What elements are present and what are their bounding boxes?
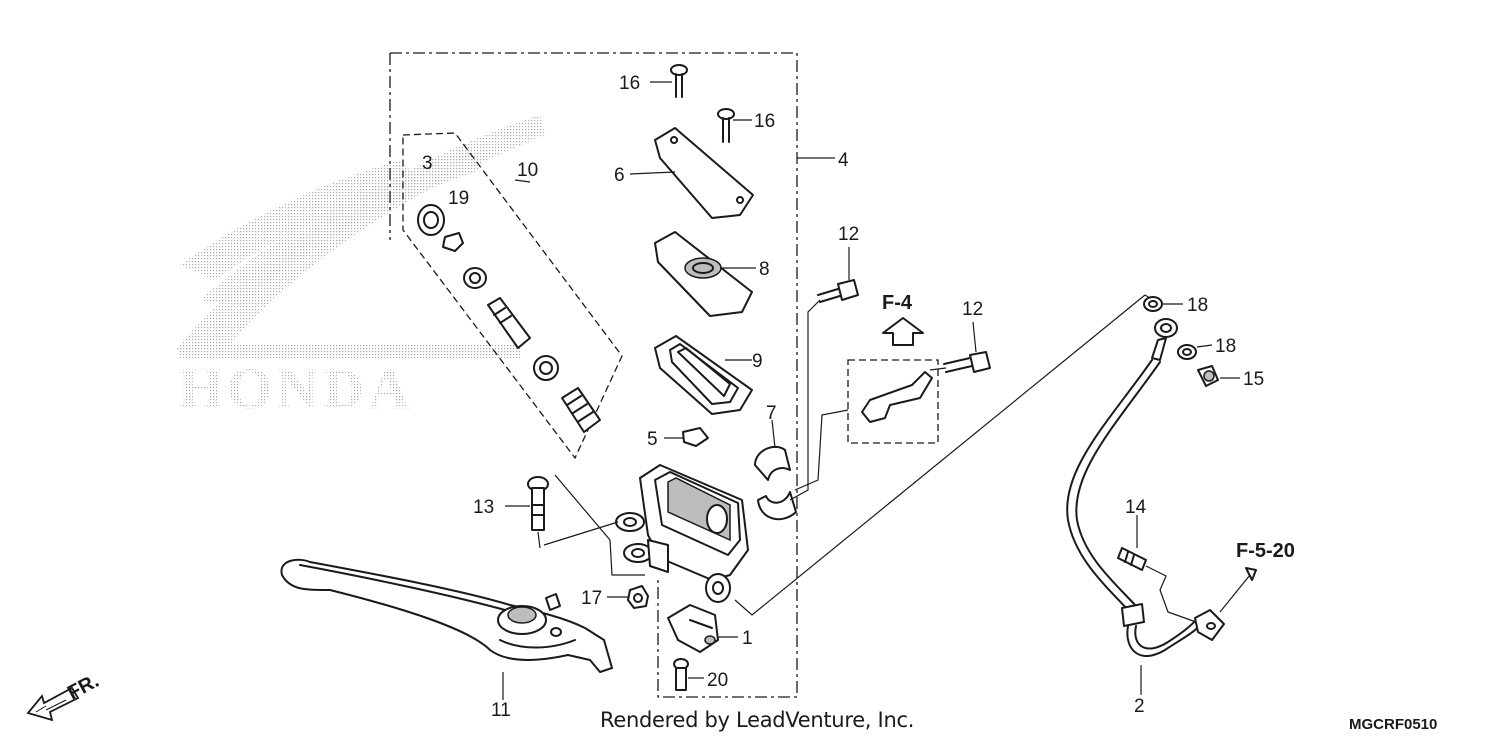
piston-kit: [417, 204, 601, 433]
callout-2: 2: [1134, 696, 1145, 717]
pivot-bolt-13: [527, 476, 549, 531]
boot-3: [417, 204, 445, 236]
spring: [561, 387, 601, 433]
circlip-19: [442, 232, 464, 252]
screw-16-right: [717, 108, 735, 143]
master-cylinder-body: [615, 464, 749, 603]
watermark-text: HONDA: [178, 356, 414, 421]
brake-hose-2: [1066, 318, 1225, 657]
f5-20-arrow: [1219, 574, 1251, 613]
reservoir-cap-6: [654, 127, 754, 219]
callout-6: 6: [614, 165, 625, 186]
callout-19: 19: [448, 188, 469, 209]
stop-switch-1: [667, 604, 719, 653]
switch-bracket: [861, 371, 933, 423]
callout-13: 13: [473, 497, 494, 518]
render-credit: Rendered by LeadVenture, Inc.: [600, 708, 915, 732]
assembly-frame: [390, 52, 798, 698]
callout-5: 5: [647, 429, 658, 450]
piston-kit-box: [402, 132, 623, 460]
front-direction-arrow: FR.: [26, 670, 103, 722]
callout-16-top: 16: [619, 73, 640, 94]
holder-7: [754, 445, 797, 521]
callout-15: 15: [1243, 369, 1264, 390]
nut-17: [627, 585, 649, 609]
cup: [533, 355, 559, 381]
callout-18-bottom: 18: [1215, 336, 1236, 357]
callout-3: 3: [422, 153, 433, 174]
callout-7: 7: [766, 403, 777, 424]
callout-16-right: 16: [754, 111, 775, 132]
piston-rod: [487, 297, 531, 349]
callout-1: 1: [742, 628, 753, 649]
bolt-14: [1117, 547, 1147, 571]
callout-8: 8: [759, 259, 770, 280]
f4-box: [847, 359, 939, 444]
diagram-code: MGCRF0510: [1349, 716, 1438, 733]
callout-11: 11: [491, 700, 511, 721]
bolt-12-right: [943, 351, 991, 373]
callout-4: 4: [838, 150, 849, 171]
screw-20: [673, 658, 689, 691]
callout-9: 9: [752, 351, 763, 372]
honda-wing-logo: HONDA: [175, 115, 545, 421]
callout-14: 14: [1125, 497, 1147, 518]
callout-10: 10: [517, 160, 538, 181]
ref-f4[interactable]: F-4: [882, 292, 913, 314]
clip-5: [682, 427, 709, 447]
hose-leader: [734, 294, 1146, 616]
bolt-12-left: [817, 279, 859, 303]
callout-17: 17: [581, 588, 602, 609]
ref-f5-20[interactable]: F-5-20: [1236, 540, 1295, 562]
sealing-washer-18-top: [1143, 296, 1163, 312]
sealing-washer-18-bottom: [1177, 344, 1197, 360]
oil-bolt-15: [1197, 365, 1219, 387]
washer: [463, 267, 487, 289]
f4-arrow: [882, 317, 924, 346]
diaphragm-9: [654, 335, 753, 415]
callout-12-right: 12: [962, 299, 983, 320]
callout-20: 20: [707, 670, 728, 691]
callout-12-left: 12: [838, 224, 859, 245]
callout-18-top: 18: [1187, 295, 1208, 316]
screw-16-top: [670, 64, 688, 98]
brake-lever-11: [280, 558, 613, 673]
